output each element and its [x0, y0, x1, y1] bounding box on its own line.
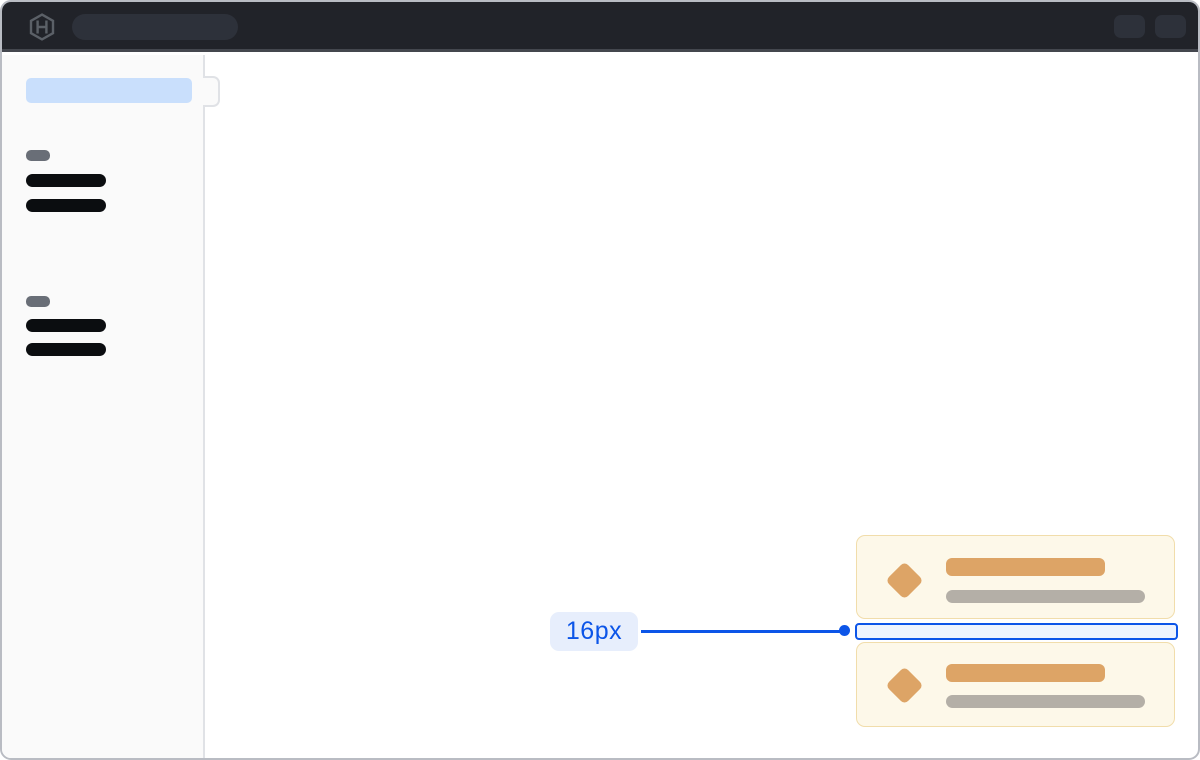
sidebar-nav-item-placeholder[interactable] — [26, 319, 106, 332]
list-card[interactable] — [856, 535, 1175, 619]
diamond-icon — [885, 666, 924, 705]
sidebar-nav-item-placeholder[interactable] — [26, 199, 106, 212]
spacing-label: 16px — [550, 612, 638, 651]
header-search-placeholder[interactable] — [72, 14, 238, 40]
app-header — [2, 2, 1198, 52]
sidebar — [2, 55, 205, 758]
card-subtitle-placeholder — [946, 695, 1145, 708]
spacing-gap-highlight — [855, 623, 1178, 640]
header-action-placeholder-2[interactable] — [1155, 15, 1186, 38]
card-title-placeholder — [946, 558, 1105, 576]
annotation-leader-dot — [839, 625, 850, 636]
card-title-placeholder — [946, 664, 1105, 682]
sidebar-nav-item-placeholder[interactable] — [26, 174, 106, 187]
list-card[interactable] — [856, 642, 1175, 727]
sidebar-section-label-placeholder — [26, 296, 50, 307]
sidebar-nav-item-placeholder[interactable] — [26, 343, 106, 356]
annotation-leader-line — [641, 630, 841, 633]
sidebar-active-item-placeholder[interactable] — [26, 78, 192, 103]
sidebar-section-label-placeholder — [26, 150, 50, 161]
header-action-placeholder-1[interactable] — [1114, 15, 1145, 38]
card-subtitle-placeholder — [946, 590, 1145, 603]
sidebar-collapse-handle[interactable] — [203, 76, 220, 107]
diamond-icon — [885, 561, 924, 600]
hashicorp-logo-icon — [28, 13, 56, 41]
